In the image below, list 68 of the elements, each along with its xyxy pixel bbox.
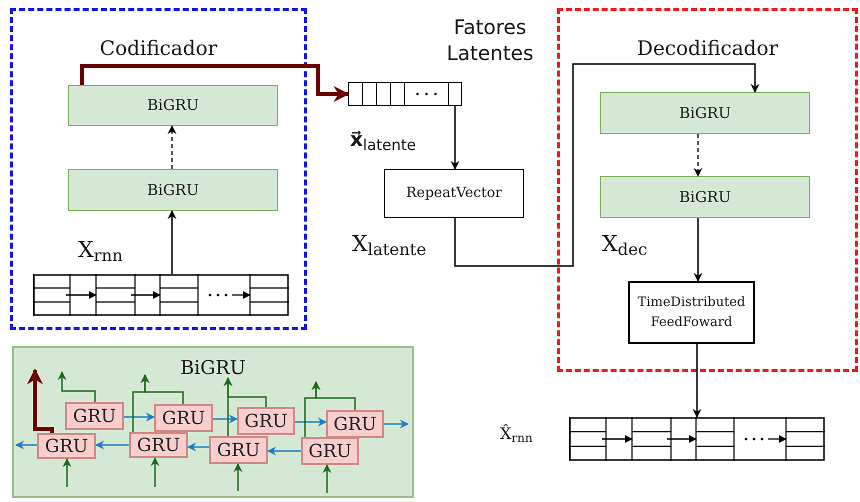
arrow [295,418,327,426]
arrow [15,440,37,450]
arrow [124,412,155,422]
arrow [27,368,54,433]
arrow [450,106,460,170]
layer-label: BiGRU [679,186,731,208]
group-title: Codificador [100,35,218,62]
arrow [58,371,96,402]
arrow [694,218,702,282]
layer-box [68,169,278,211]
variable-label: x⃗$_{latente}$ [350,126,416,154]
arrow [224,377,232,436]
layer-label: GRU [136,434,180,458]
layer-label: GRU [333,412,377,436]
arrow [80,64,350,102]
arrow [267,446,301,456]
gru-box [301,437,359,465]
layer-label: GRU [162,406,206,430]
gru-box [37,433,96,459]
arrow [168,210,176,274]
layer-label: GRU [308,440,352,464]
arrow [234,463,242,491]
arrow [95,440,129,450]
layer-label: BiGRU [147,180,199,201]
layer-label: GRU [244,410,288,434]
layer-label: BiGRU [679,102,731,124]
variable-label: X$_{latente}$ [352,231,426,261]
encoder-group [10,8,307,330]
arrow [213,414,238,424]
arrow [384,420,409,428]
arrow [62,458,72,487]
decoder-group [557,8,858,372]
layer-label: GRU [72,404,116,428]
variable-label: X̂$_{rnn}$ [500,423,533,446]
arrow [168,125,176,169]
vector-grid [348,82,462,106]
gru-box [129,432,188,458]
group-title: Decodificador [636,35,778,62]
arrow [150,457,160,487]
detail-panel [12,346,414,498]
arrow [132,374,150,432]
layer-box [600,92,810,134]
gru-box [237,407,295,435]
variable-label: X$_{rnn}$ [78,237,123,267]
arrow [187,442,209,452]
variable-label: X$_{dec}$ [602,231,648,261]
gru-box [65,402,124,430]
arrow [454,63,760,267]
arrow [304,381,320,437]
arrow [694,134,702,177]
sequence-grid [569,417,825,461]
variable-label: Fatores Latentes [446,14,534,66]
layer-label: TimeDistributed FeedFoward [636,294,746,332]
panel-title: BiGRU [180,356,246,381]
layer-label: GRU [216,438,260,462]
layer-box [384,169,524,218]
gru-box [209,436,268,464]
arrow [322,464,332,493]
layer-box [628,281,755,344]
gru-box [326,410,384,438]
arrow [692,344,702,418]
gru-box [154,404,213,432]
layer-label: RepeatVector [406,184,502,203]
layer-box [68,85,278,126]
layer-label: GRU [44,434,88,458]
layer-box [600,176,810,218]
sequence-grid [33,274,289,316]
layer-label: BiGRU [147,95,199,116]
